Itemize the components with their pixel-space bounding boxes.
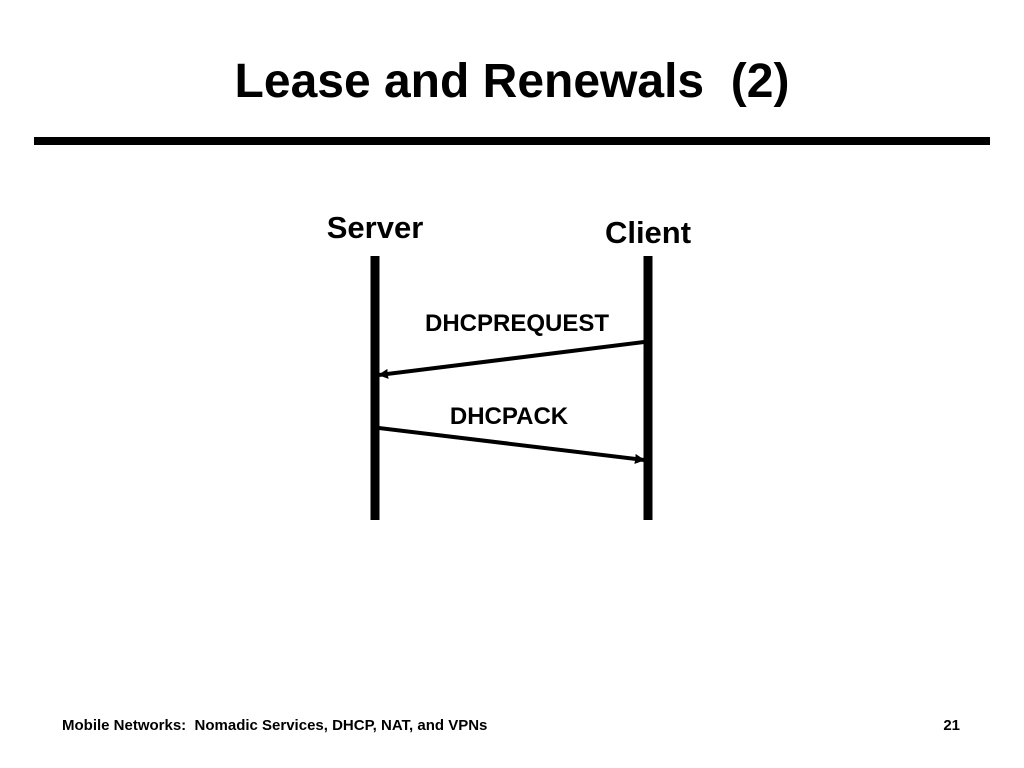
client-label: Client: [605, 215, 691, 250]
dhcpack-arrow: [378, 426, 645, 464]
slide-title: Lease and Renewals (2): [234, 55, 790, 108]
title-divider: [34, 137, 990, 145]
footer-course-title: Mobile Networks: Nomadic Services, DHCP,…: [62, 717, 488, 734]
dhcprequest-arrow: [378, 340, 645, 379]
page-number: 21: [943, 717, 960, 734]
dhcpack-label: DHCPACK: [450, 403, 569, 430]
dhcprequest-label: DHCPREQUEST: [425, 310, 609, 337]
server-label: Server: [327, 210, 424, 245]
